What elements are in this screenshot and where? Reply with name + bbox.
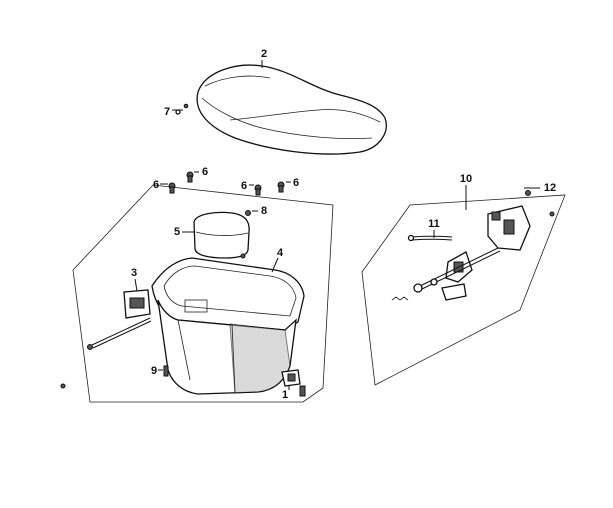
storage-lid-part-5: 5 [174,211,250,259]
fastener-part-9: 9 [151,365,169,377]
seat-assembly: 2 7 [164,48,387,155]
callout-7: 7 [164,106,170,118]
callout-11: 11 [428,218,440,230]
group-boundary-storage-box [72,184,334,403]
callout-6d: 6 [293,177,299,189]
callout-8: 8 [261,205,267,217]
hinge-part-3: 3 [87,267,152,350]
latch-part-1: 1 [281,369,306,401]
loose-dot [60,383,66,389]
callout-3: 3 [131,267,137,279]
callout-12: 12 [544,182,556,194]
callout-6c: 6 [241,180,247,192]
group-boundary-seat-lock [361,194,566,386]
callout-2: 2 [261,48,267,60]
callout-5: 5 [174,226,180,238]
callout-9: 9 [151,365,157,377]
callout-10: 10 [460,173,472,185]
callout-1: 1 [282,389,288,401]
storage-box-part-4: 4 [151,247,305,395]
seat-lock-assembly: 10 11 12 [391,173,556,301]
callout-4: 4 [277,247,284,259]
callout-6b: 6 [153,179,159,191]
callout-6a: 6 [202,166,208,178]
bolt-group-top: 6 6 6 6 8 [153,166,299,217]
